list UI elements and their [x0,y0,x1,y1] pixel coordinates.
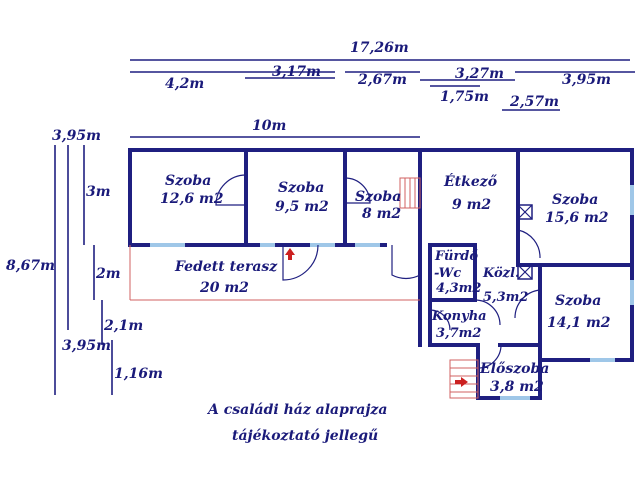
room-name: Étkező [443,172,498,190]
room-area: 15,6 m2 [545,210,609,226]
dim-side-d: 2m [95,266,121,282]
stairs-entrance [449,359,479,399]
dim-side-b: 3m [86,184,111,200]
dim-top-a: 4,2m [165,76,204,92]
dim-top-d: 3,27m [455,66,504,82]
room-area: 3,8 m2 [490,379,544,395]
dim-top-f: 1,75m [440,89,489,105]
room-area: 9,5 m2 [275,199,329,215]
walls [128,148,634,400]
dim-side-a: 3,95m [52,128,101,144]
dim-top-c: 2,67m [357,72,407,88]
room-name: Konyha [431,309,487,324]
room-area: 14,1 m2 [547,315,611,331]
dim-side-c: 8,67m [6,258,55,274]
room-name: Szoba [555,293,601,309]
room-area: 9 m2 [452,197,491,213]
doors [215,174,541,369]
chimney-icon [517,264,533,280]
dim-top-total: 17,26m [350,40,409,56]
entrance-arrow-icon [455,377,468,387]
dim-top-b: 3,17m [272,64,321,80]
stairs-top [399,177,421,209]
room-name: 4,3m2 [436,281,481,296]
terrace-outline [129,245,420,301]
room-name: Szoba [552,192,598,208]
room-name: Fürdő [434,249,478,264]
dim-top-e: 3,95m [562,72,611,88]
dim-side-g: 1,16m [114,366,163,382]
room-name: Szoba [165,173,211,189]
room-name: Közl. [482,266,520,281]
room-name: Szoba [355,189,401,205]
room-area: -Wc [434,266,461,281]
room-area: 5,3m2 [483,290,528,305]
room-name: Előszoba [479,361,549,377]
caption-line2: tájékoztató jellegű [232,428,378,444]
top-dimension-lines [130,59,635,138]
room-area: 12,6 m2 [160,191,224,207]
chimney-icon [517,204,533,220]
room-name: Szoba [278,180,324,196]
caption-line1: A családi ház alaprajza [206,402,387,418]
entrance-arrow-icon [285,248,295,260]
dim-top-g: 2,57m [509,94,559,110]
dim-side-f: 3,95m [62,338,111,354]
room-area: 20 m2 [199,280,249,296]
windows [150,185,634,400]
room-area: 8 m2 [362,206,401,222]
dim-left-span: 10m [252,118,286,134]
room-name: Fedett terasz [174,259,278,275]
side-dimension-lines [54,145,113,395]
dim-side-e: 2,1m [103,318,143,334]
room-area: 3,7m2 [436,326,481,341]
